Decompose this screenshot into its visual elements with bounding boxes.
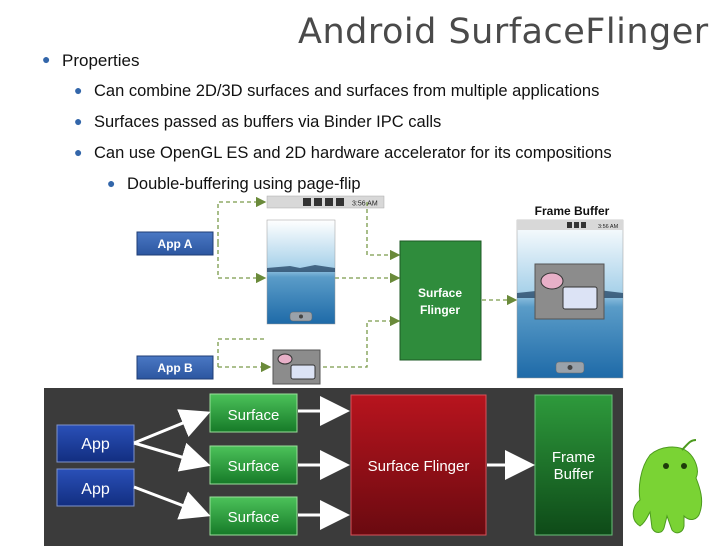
app-b-surface-thumb <box>272 349 321 385</box>
app-1-label: App <box>81 436 110 453</box>
white-arrows <box>133 396 535 530</box>
app-a-screen <box>266 219 336 325</box>
bullet-combine: ● Can combine 2D/3D surfaces and surface… <box>74 82 600 101</box>
surface-box-1 <box>209 393 298 433</box>
dashed-connectors <box>217 196 518 373</box>
app-b-box: App B <box>136 355 214 380</box>
bullet-dot-icon: ● <box>107 175 116 191</box>
frame-buffer-screen: 3:56 AM <box>516 219 624 379</box>
slide-title: Android SurfaceFlinger <box>298 12 709 52</box>
bullet-opengl: ● Can use OpenGL ES and 2D hardware acce… <box>74 144 612 163</box>
surface-flinger-red-box <box>350 394 487 536</box>
surface-box-2 <box>209 445 298 485</box>
app-b-label: App B <box>157 361 193 375</box>
frame-buffer-label: Frame Buffer <box>535 204 610 218</box>
bullet-text: Double-buffering using page-flip <box>127 175 361 193</box>
green-mascot-icon <box>632 439 703 534</box>
surface-3-label: Surface <box>228 509 280 526</box>
status-time: 3:56 AM <box>352 201 378 208</box>
surface-box-3 <box>209 496 298 536</box>
app-2-label: App <box>81 481 110 498</box>
bullet-dot-icon: ● <box>74 82 83 98</box>
surface-flinger-red-label: Surface Flinger <box>368 458 470 475</box>
surface-1-label: Surface <box>228 407 280 424</box>
frame-buffer-green-box <box>534 394 613 536</box>
fb-status-time: 3:56 AM <box>598 224 619 230</box>
bottom-diagram: App App Surface Surface Surface Surface … <box>44 388 623 546</box>
app-box-1 <box>56 424 135 463</box>
status-bar: 3:56 AM <box>266 195 385 209</box>
bullet-dot-icon: ● <box>42 51 51 67</box>
bullet-text: Surfaces passed as buffers via Binder IP… <box>94 113 442 131</box>
bullet-dot-icon: ● <box>74 144 83 160</box>
bullet-dot-icon: ● <box>74 113 83 129</box>
frame-buffer-line1: Frame <box>552 449 595 466</box>
bullet-text: Can combine 2D/3D surfaces and surfaces … <box>94 82 600 100</box>
bullet-buffers: ● Surfaces passed as buffers via Binder … <box>74 113 442 132</box>
surface-flinger-box: Surface Flinger <box>399 240 482 361</box>
app-a-box: App A <box>136 231 214 256</box>
surface-flinger-line1: Surface <box>418 286 462 300</box>
bullet-text: Can use OpenGL ES and 2D hardware accele… <box>94 144 612 162</box>
app-box-2 <box>56 468 135 507</box>
bullet-text: Properties <box>62 51 140 70</box>
bullet-properties: ● Properties <box>42 51 140 71</box>
bullet-double: ● Double-buffering using page-flip <box>107 175 361 194</box>
surface-flinger-line2: Flinger <box>420 303 460 317</box>
frame-buffer-line2: Buffer <box>554 466 594 483</box>
surface-2-label: Surface <box>228 458 280 475</box>
app-a-label: App A <box>158 237 193 251</box>
